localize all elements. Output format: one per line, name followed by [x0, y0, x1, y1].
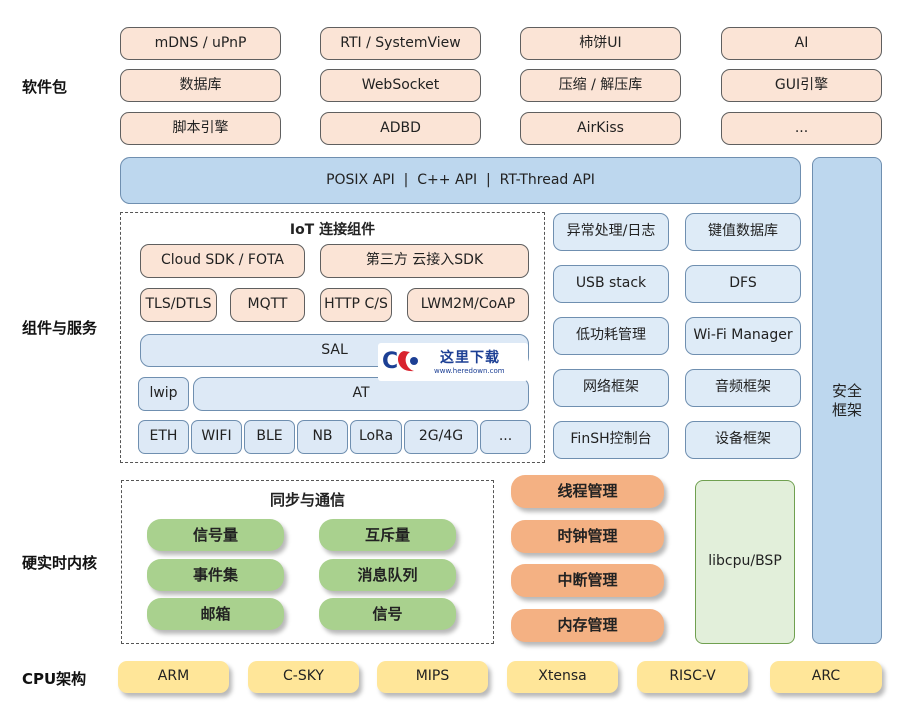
sync-item: 邮箱: [147, 598, 284, 630]
layer-label-kernel: 硬实时内核: [22, 554, 98, 572]
watermark-swirl-icon: C: [382, 349, 418, 374]
package-box: AirKiss: [520, 112, 681, 145]
libcpu-bsp-box: libcpu/BSP: [695, 480, 795, 644]
kernel-mgmt-box: 内存管理: [511, 609, 664, 642]
cloud-sdk-box: Cloud SDK / FOTA: [140, 244, 305, 278]
cpu-box: RISC-V: [637, 661, 748, 693]
link-box: ...: [480, 420, 531, 454]
link-box: 2G/4G: [404, 420, 478, 454]
package-box: mDNS / uPnP: [120, 27, 281, 60]
sync-group: [121, 480, 494, 644]
package-box: RTI / SystemView: [320, 27, 481, 60]
kernel-mgmt-box: 中断管理: [511, 564, 664, 597]
sync-item: 信号量: [147, 519, 284, 551]
link-box: ETH: [138, 420, 189, 454]
service-box: 低功耗管理: [553, 317, 669, 355]
kernel-mgmt-box: 线程管理: [511, 475, 664, 508]
link-box: LoRa: [350, 420, 402, 454]
layer-label-components: 组件与服务: [22, 319, 98, 337]
protocol-box: LWM2M/CoAP: [407, 288, 529, 322]
package-box: 脚本引擎: [120, 112, 281, 145]
link-box: WIFI: [191, 420, 242, 454]
package-box: ADBD: [320, 112, 481, 145]
package-box: AI: [721, 27, 882, 60]
cpu-box: ARC: [770, 661, 882, 693]
sync-item: 互斥量: [319, 519, 456, 551]
package-box: 数据库: [120, 69, 281, 102]
cpu-box: Xtensa: [507, 661, 618, 693]
package-box: WebSocket: [320, 69, 481, 102]
service-box: 音频框架: [685, 369, 801, 407]
package-box: ...: [721, 112, 882, 145]
sync-item: 信号: [319, 598, 456, 630]
service-box: Wi-Fi Manager: [685, 317, 801, 355]
sync-item: 事件集: [147, 559, 284, 591]
svg-text:C: C: [382, 349, 398, 374]
kernel-mgmt-box: 时钟管理: [511, 520, 664, 553]
sync-group-title: 同步与通信: [269, 491, 345, 509]
iot-group: [120, 212, 545, 463]
sync-item: 消息队列: [319, 559, 456, 591]
package-box: 柿饼UI: [520, 27, 681, 60]
api-bar: POSIX API | C++ API | RT-Thread API: [120, 157, 801, 204]
watermark-url: www.heredown.com: [434, 367, 505, 375]
service-box: 异常处理/日志: [553, 213, 669, 251]
iot-group-title: IoT 连接组件: [289, 222, 376, 238]
link-box: BLE: [244, 420, 295, 454]
protocol-box: HTTP C/S: [320, 288, 392, 322]
watermark-logo: C 这里下载 www.heredown.com: [378, 343, 528, 381]
protocol-box: MQTT: [230, 288, 305, 322]
watermark-text: 这里下载: [440, 350, 500, 366]
service-box: 设备框架: [685, 421, 801, 459]
lwip-box: lwip: [138, 377, 189, 411]
link-box: NB: [297, 420, 348, 454]
service-box: USB stack: [553, 265, 669, 303]
third-party-cloud-box: 第三方 云接入SDK: [320, 244, 529, 278]
protocol-box: TLS/DTLS: [140, 288, 217, 322]
security-framework: 安全 框架: [812, 157, 882, 644]
service-box: DFS: [685, 265, 801, 303]
layer-label-cpu: CPU架构: [22, 670, 87, 688]
service-box: 键值数据库: [685, 213, 801, 251]
service-box: FinSH控制台: [553, 421, 669, 459]
package-box: GUI引擎: [721, 69, 882, 102]
at-box: AT: [193, 377, 529, 411]
cpu-box: MIPS: [377, 661, 488, 693]
cpu-box: C-SKY: [248, 661, 359, 693]
cpu-box: ARM: [118, 661, 229, 693]
service-box: 网络框架: [553, 369, 669, 407]
layer-label-packages: 软件包: [22, 78, 68, 96]
package-box: 压缩 / 解压库: [520, 69, 681, 102]
